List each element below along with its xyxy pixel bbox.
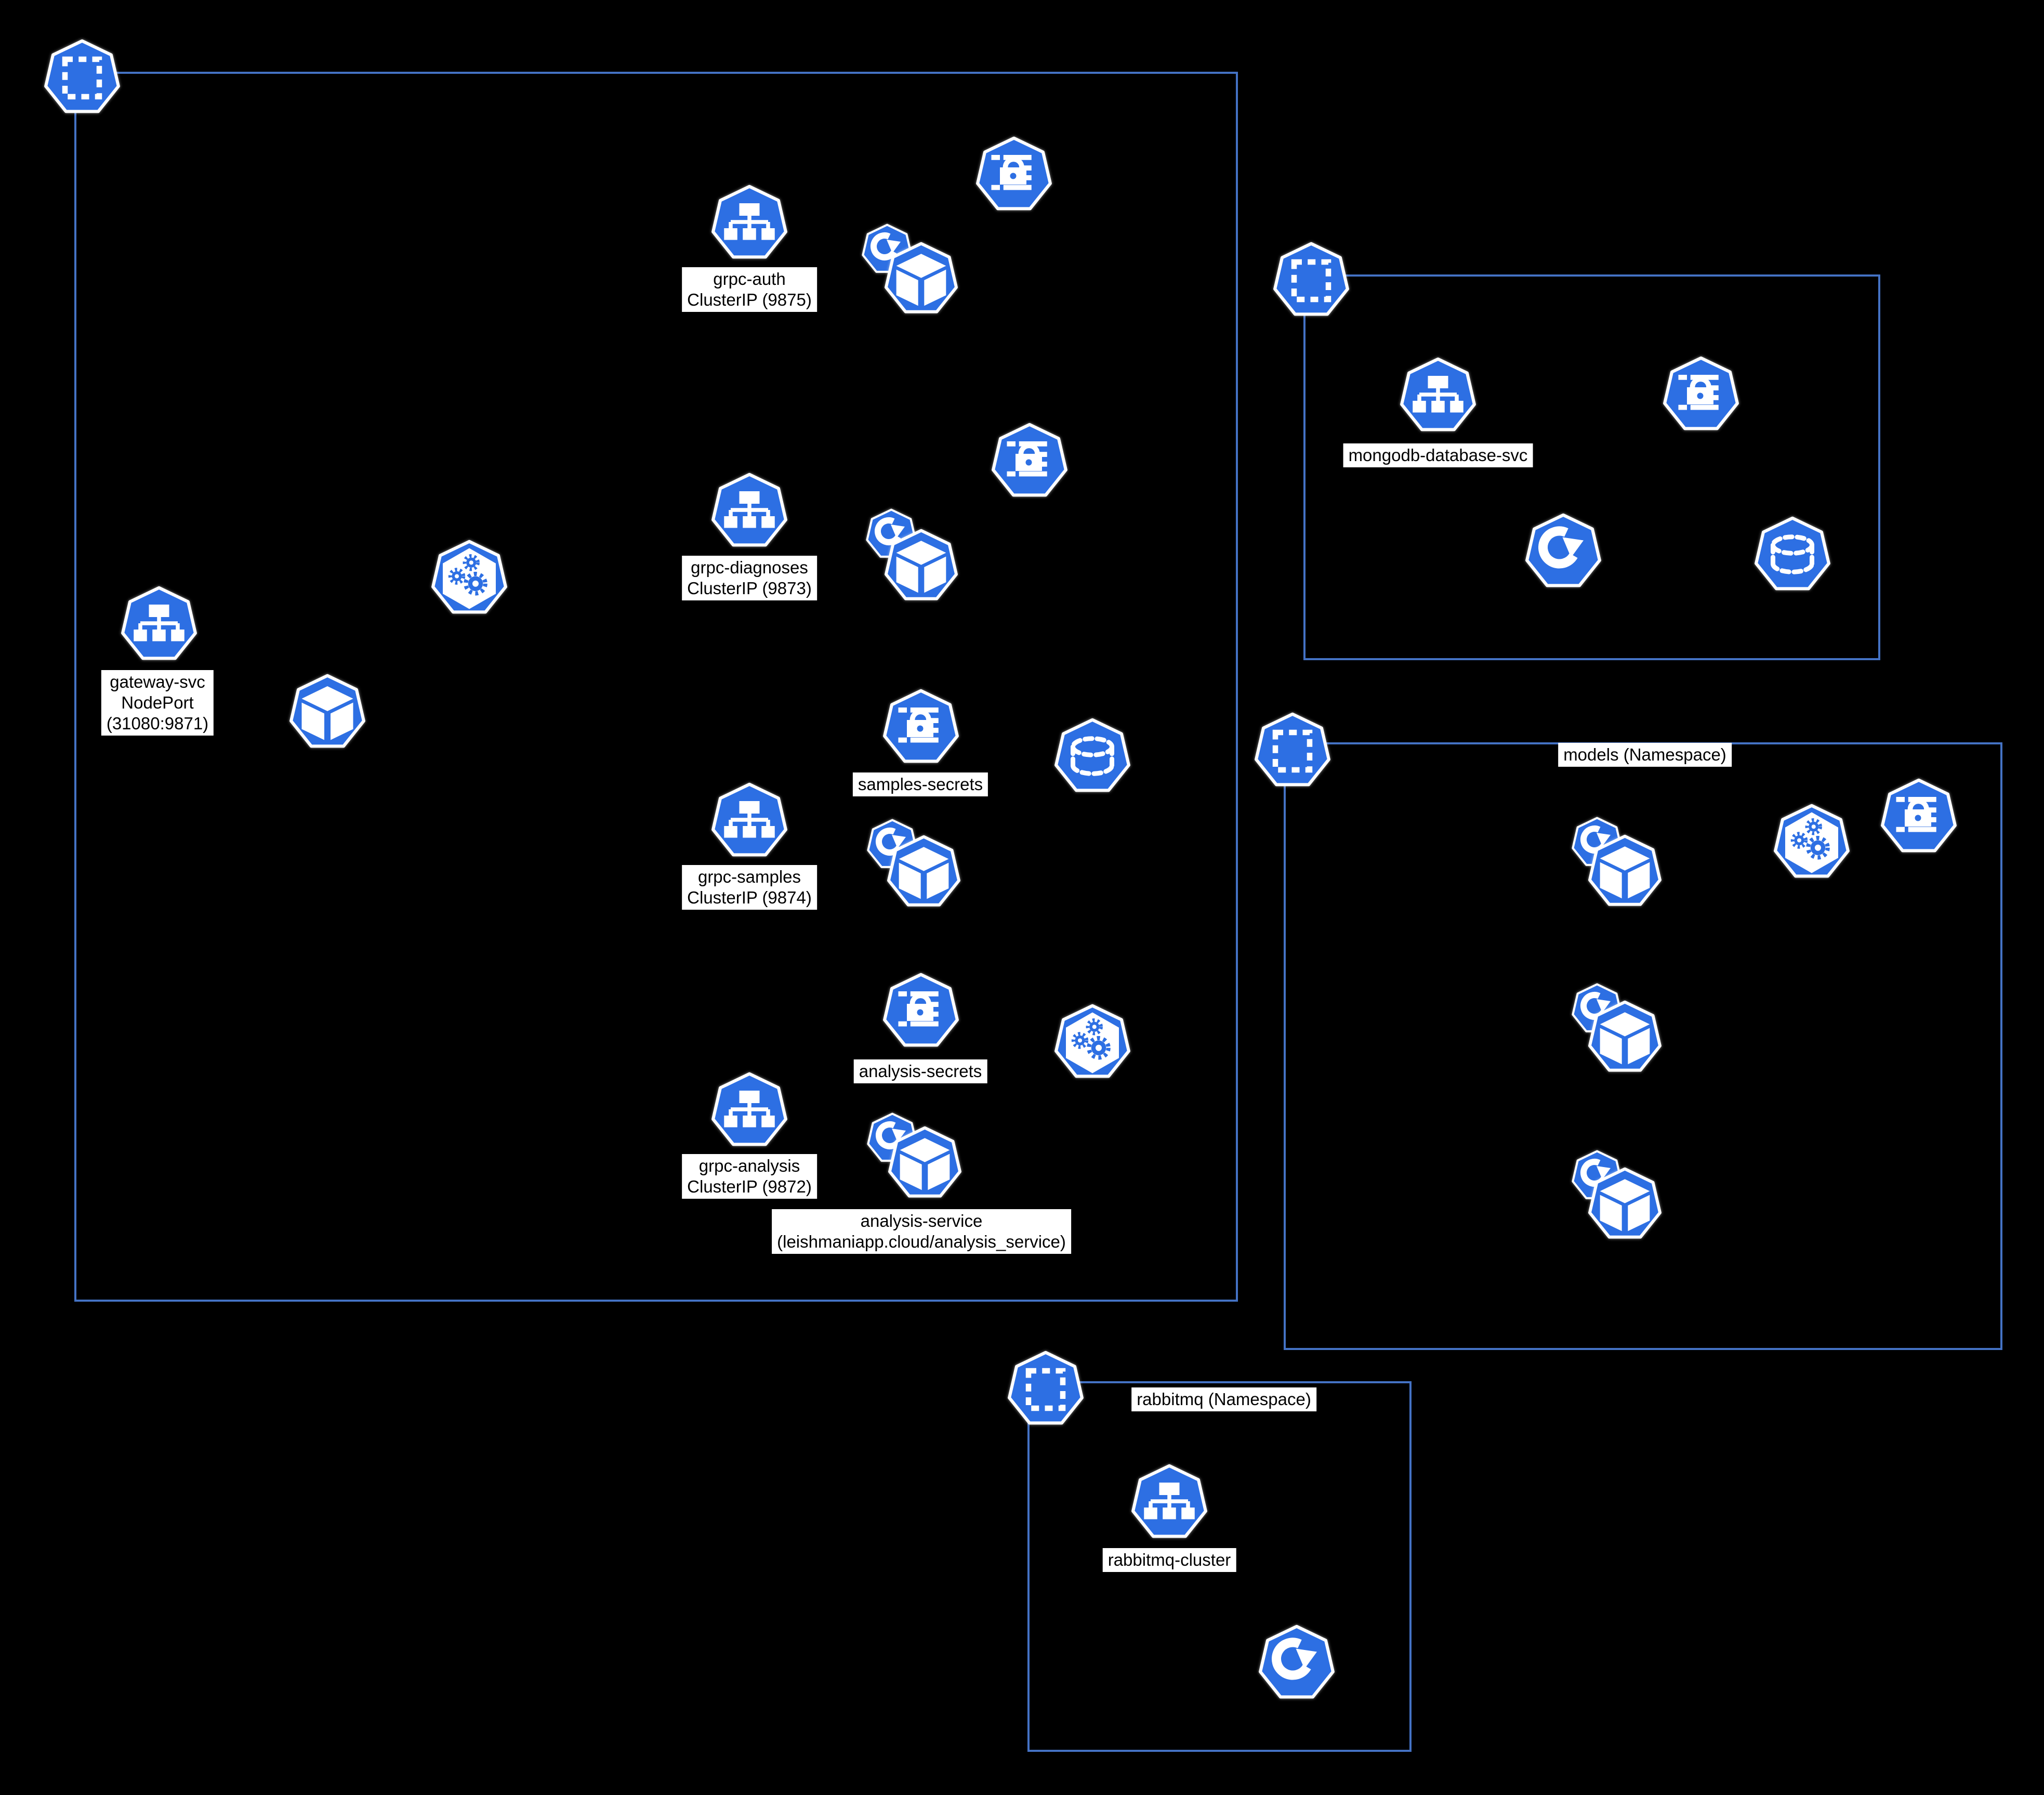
diagnoses-pod-icon xyxy=(883,529,959,604)
rabbitmq-namespace-label: rabbitmq (Namespace) xyxy=(1131,1387,1316,1411)
models-secret-icon xyxy=(1880,778,1958,856)
analysis-pod-icon xyxy=(887,1126,962,1201)
rabbitmq-namespace-box xyxy=(1027,1381,1412,1752)
rabbitmq-service-icon xyxy=(1130,1464,1208,1542)
rabbitmq-deployment-icon xyxy=(1258,1624,1336,1702)
models-namespace-label-line-1: models (Namespace) xyxy=(1563,745,1726,764)
rabbitmq-cluster-label: rabbitmq-cluster xyxy=(1102,1548,1236,1572)
mongodb-namespace-icon xyxy=(1272,242,1350,320)
samples-secrets-label: samples-secrets xyxy=(852,772,988,796)
models-namespace-icon xyxy=(1254,712,1331,790)
gateway-svc-label-line-3: (31080:9871) xyxy=(106,714,209,733)
gateway-svc-label-line-1: gateway-svc xyxy=(110,672,205,691)
analysis-service-label-line-2: (leishmaniapp.cloud/analysis_service) xyxy=(777,1232,1066,1251)
analysis-configmap-icon xyxy=(1053,1004,1131,1082)
grpc-diagnoses-label-line-1: grpc-diagnoses xyxy=(691,558,808,577)
grpc-diagnoses-label-line-2: ClusterIP (9873) xyxy=(687,579,812,598)
mongodb-deployment-icon xyxy=(1524,513,1602,591)
grpc-auth-label-line-1: grpc-auth xyxy=(713,269,786,289)
mongodb-volume-icon xyxy=(1753,516,1831,594)
grpc-samples-label-line-2: ClusterIP (9874) xyxy=(687,888,812,907)
main-namespace-icon xyxy=(43,39,121,117)
grpc-diagnoses-service-icon xyxy=(710,473,788,551)
models-configmap-icon xyxy=(1773,804,1851,882)
mongodb-service-icon xyxy=(1399,357,1477,435)
samples-volume-icon xyxy=(1053,718,1131,796)
analysis-secrets-label: analysis-secrets xyxy=(853,1059,987,1083)
auth-secret-icon xyxy=(975,136,1053,214)
grpc-auth-label-line-2: ClusterIP (9875) xyxy=(687,290,812,309)
samples-pod-icon xyxy=(886,835,961,910)
grpc-analysis-label-line-1: grpc-analysis xyxy=(698,1156,800,1175)
gateway-service-icon xyxy=(120,586,198,664)
samples-secret-icon xyxy=(882,689,960,767)
grpc-samples-service-icon xyxy=(710,782,788,860)
mongodb-secret-icon xyxy=(1662,356,1740,434)
models-namespace-label: models (Namespace) xyxy=(1558,743,1732,767)
mongodb-namespace-box xyxy=(1303,274,1880,660)
samples-secrets-label-line-1: samples-secrets xyxy=(858,775,983,794)
mongodb-database-svc-label: mongodb-database-svc xyxy=(1343,443,1533,467)
rabbitmq-cluster-label-line-1: rabbitmq-cluster xyxy=(1107,1550,1231,1569)
grpc-samples-label-line-1: grpc-samples xyxy=(697,867,801,886)
grpc-analysis-service-icon xyxy=(710,1072,788,1150)
auth-pod-icon xyxy=(883,242,959,317)
models-pod-2-icon xyxy=(1587,1000,1663,1076)
analysis-secrets-label-line-1: analysis-secrets xyxy=(859,1062,982,1081)
grpc-analysis-label-line-2: ClusterIP (9872) xyxy=(687,1177,812,1196)
gateway-pod-icon xyxy=(288,674,366,752)
analysis-secret-icon xyxy=(882,973,960,1051)
grpc-auth-service-icon xyxy=(710,185,788,263)
diagnoses-secret-icon xyxy=(991,423,1069,501)
main-namespace-box xyxy=(74,72,1238,1302)
rabbitmq-namespace-label-line-1: rabbitmq (Namespace) xyxy=(1137,1390,1311,1409)
mongodb-database-svc-label-line-1: mongodb-database-svc xyxy=(1348,446,1528,465)
rabbitmq-namespace-icon xyxy=(1007,1351,1085,1429)
gateway-svc-label-line-2: NodePort xyxy=(121,693,194,712)
analysis-service-label: analysis-service (leishmaniapp.cloud/anal… xyxy=(772,1209,1071,1254)
analysis-service-label-line-1: analysis-service xyxy=(860,1211,983,1230)
main-configmap-icon xyxy=(430,540,508,618)
models-pod-1-icon xyxy=(1587,834,1663,910)
models-pod-3-icon xyxy=(1587,1167,1663,1242)
